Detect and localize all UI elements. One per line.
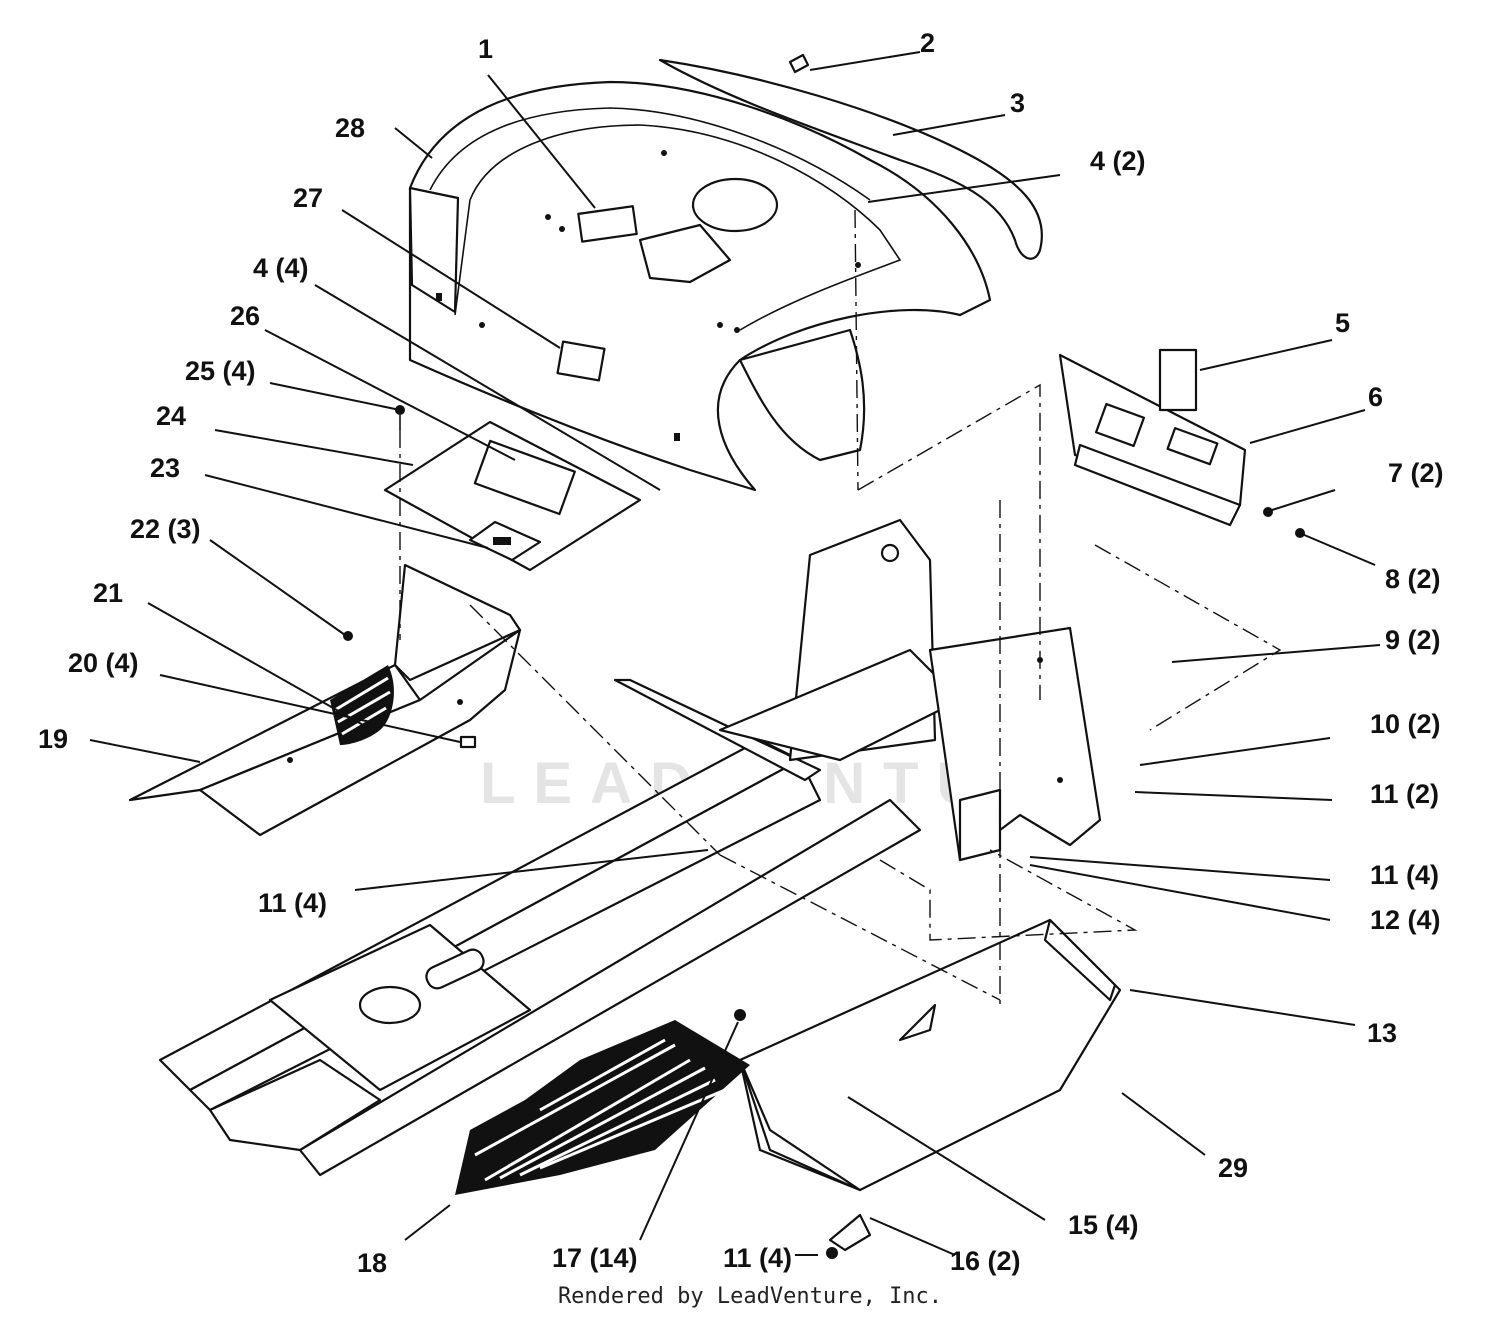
callout-12: 12 (4): [1370, 905, 1441, 935]
callout-5: 5: [1335, 308, 1351, 338]
footer-credit: Rendered by LeadVenture, Inc.: [557, 1284, 943, 1309]
callout-11-d: 11 (4): [723, 1243, 793, 1273]
frame-part: [158, 678, 922, 1177]
seat-support-part: [718, 518, 1102, 862]
callout-29: 29: [1218, 1153, 1249, 1183]
callout-11-b: 11 (4): [1370, 860, 1440, 890]
floor-mat-part: [455, 1009, 750, 1195]
callout-18: 18: [357, 1248, 388, 1278]
callout-4-b: 4 (4): [253, 253, 309, 283]
callout-28: 28: [335, 113, 366, 143]
support-bracket-left-part: [128, 563, 522, 837]
callout-20: 20 (4): [68, 648, 139, 678]
callout-1: 1: [478, 34, 494, 64]
callout-2: 2: [920, 28, 936, 58]
callout-13: 13: [1367, 1018, 1398, 1048]
callout-25: 25 (4): [185, 356, 256, 386]
callout-23: 23: [150, 453, 181, 483]
dash-panel-part: [383, 405, 642, 572]
callout-11-c: 11 (4): [258, 888, 328, 918]
callout-16: 16 (2): [950, 1246, 1021, 1276]
callout-9: 9 (2): [1385, 625, 1441, 655]
leader-lines: [89, 51, 1381, 1256]
callout-19: 19: [38, 724, 69, 754]
callout-8: 8 (2): [1385, 564, 1441, 594]
callout-24: 24: [156, 401, 187, 431]
callout-21: 21: [93, 578, 124, 608]
callout-7: 7 (2): [1388, 458, 1444, 488]
callout-3: 3: [1010, 88, 1026, 118]
callout-11-a: 11 (2): [1370, 779, 1440, 809]
callout-26: 26: [230, 301, 261, 331]
footrest-right-part: [738, 918, 1122, 1259]
callout-27: 27: [293, 183, 324, 213]
callout-10: 10 (2): [1370, 709, 1441, 739]
heat-shield-part: [1058, 348, 1305, 538]
callout-6: 6: [1368, 382, 1384, 412]
callout-17: 17 (14): [552, 1243, 638, 1273]
hood-trim-part: [658, 53, 1043, 260]
callout-22: 22 (3): [130, 514, 201, 544]
hood-part: [408, 80, 992, 492]
callout-15: 15 (4): [1068, 1210, 1139, 1240]
assembly-lines: [399, 209, 1282, 1010]
callout-4-a: 4 (2): [1090, 146, 1146, 176]
